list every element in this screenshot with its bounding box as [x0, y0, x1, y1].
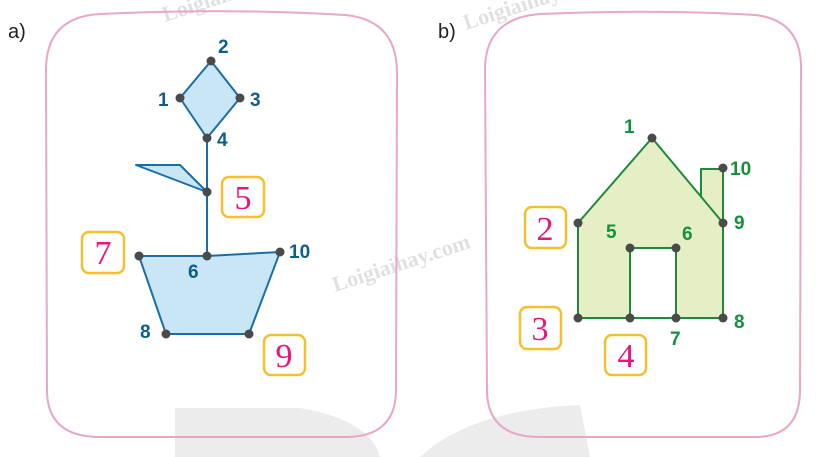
point-label: 6: [188, 262, 199, 283]
answer-box-number: 3: [532, 311, 549, 348]
point-label: 6: [682, 224, 693, 245]
panel-a-label: a): [8, 21, 26, 43]
point-label: 8: [734, 312, 745, 333]
point-label: 9: [734, 213, 745, 234]
point-label: 7: [670, 329, 681, 350]
point-label: 3: [250, 90, 261, 111]
watermark-text: Loigiaihay.com: [329, 229, 473, 297]
panel-b: b) 1 5 6 7 8 9 10 2 3 4: [438, 10, 803, 438]
watermark-text: Loigiaihay.com: [460, 0, 604, 35]
answer-box: [603, 333, 648, 377]
panel-a: a) 1 2 3 4 6 8 10 5 7 9: [8, 10, 399, 438]
answer-box: [220, 175, 266, 219]
answer-box: [518, 305, 563, 351]
point-label: 1: [624, 117, 635, 138]
plant-points: [134, 56, 285, 339]
panel-b-label: b): [438, 21, 456, 43]
answer-box-number: 2: [537, 211, 554, 248]
point-label: 8: [140, 322, 151, 343]
panel-a-frame: [44, 10, 399, 438]
door: [629, 247, 677, 319]
point-label: 1: [158, 90, 169, 111]
pot: [138, 251, 281, 335]
point-label: 2: [218, 37, 229, 58]
point-label: 10: [289, 242, 310, 263]
panel-b-frame: [483, 10, 803, 438]
point-label: 5: [606, 222, 617, 243]
flower-diamond: [179, 60, 241, 139]
answer-box-number: 4: [618, 338, 635, 375]
point-label: 4: [217, 130, 228, 151]
answer-box: [523, 205, 568, 250]
point-label: 10: [730, 159, 751, 180]
house-figure: [577, 137, 724, 319]
house-points: [573, 133, 728, 323]
leaf: [135, 164, 208, 193]
answer-box: [80, 230, 126, 275]
plant-figure: [135, 60, 281, 335]
answer-box-number: 5: [235, 180, 252, 217]
answer-box: [262, 333, 307, 377]
answer-box-number: 7: [95, 235, 112, 272]
answer-box-number: 9: [276, 338, 293, 375]
watermark-text: Loigiaihay.com: [159, 0, 303, 27]
